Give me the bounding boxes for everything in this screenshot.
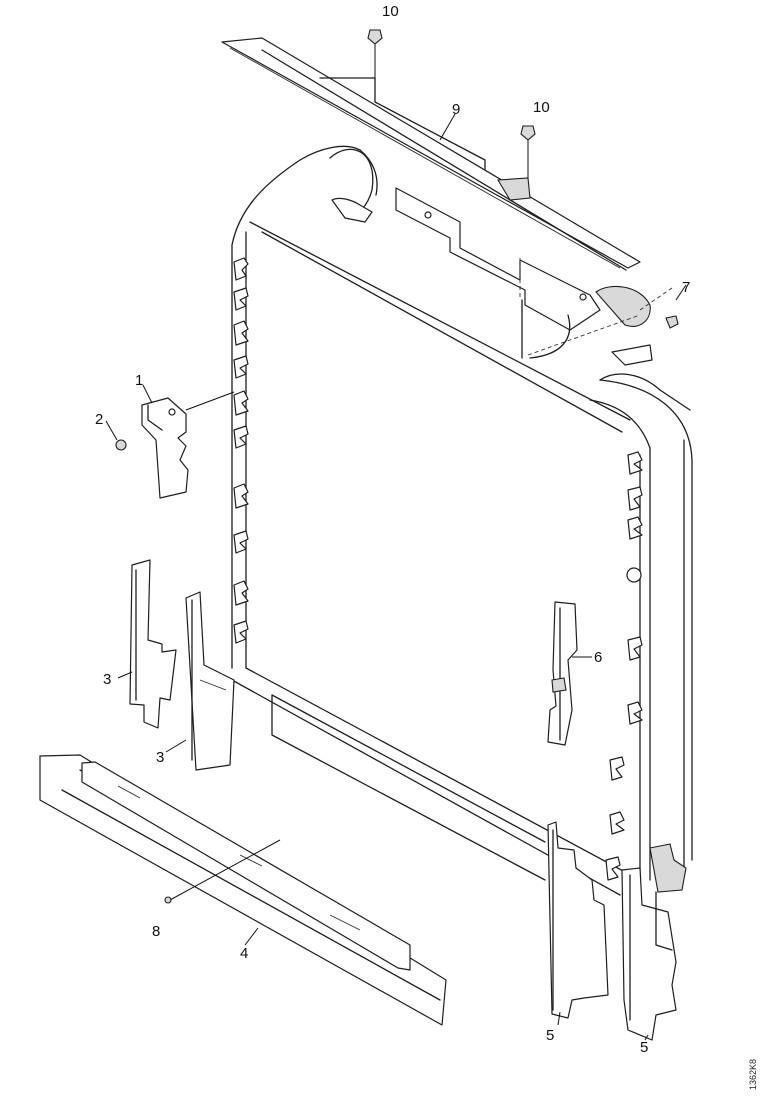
bottom-bracket-part-5 [547,821,687,1041]
screw-7 [665,315,679,329]
callout-8: 8 [152,923,160,940]
callout-7: 7 [682,279,690,296]
fasteners-top [367,29,679,329]
top-bracket-assembly [331,187,673,366]
callout-2: 2 [95,411,103,428]
screw-10b [520,125,536,141]
callout-1: 1 [135,372,143,389]
bottom-rail-part-4 [39,754,447,1026]
top-rail-part-9 [221,37,641,271]
callout-10b: 10 [533,99,550,116]
callout-9: 9 [452,101,460,118]
callout-3b: 3 [156,749,164,766]
callout-5a: 5 [546,1027,554,1044]
callout-5b: 5 [640,1039,648,1056]
screw-10a [367,29,383,45]
screw-part-2 [115,439,127,451]
leader-lines [105,113,687,1041]
center-bracket-part-6 [547,601,578,746]
main-frame [231,145,693,896]
callout-labels: 1 2 3 3 4 5 5 6 7 8 9 10 10 [95,3,690,1056]
callout-6: 6 [594,649,602,666]
reference-id: 1362K8 [748,1059,758,1090]
hinge-bracket-part-1 [115,391,235,499]
screw-part-8 [164,896,172,904]
callout-10a: 10 [382,3,399,20]
callout-4: 4 [240,945,248,962]
side-bracket-part-3 [129,559,235,771]
callout-3a: 3 [103,671,111,688]
